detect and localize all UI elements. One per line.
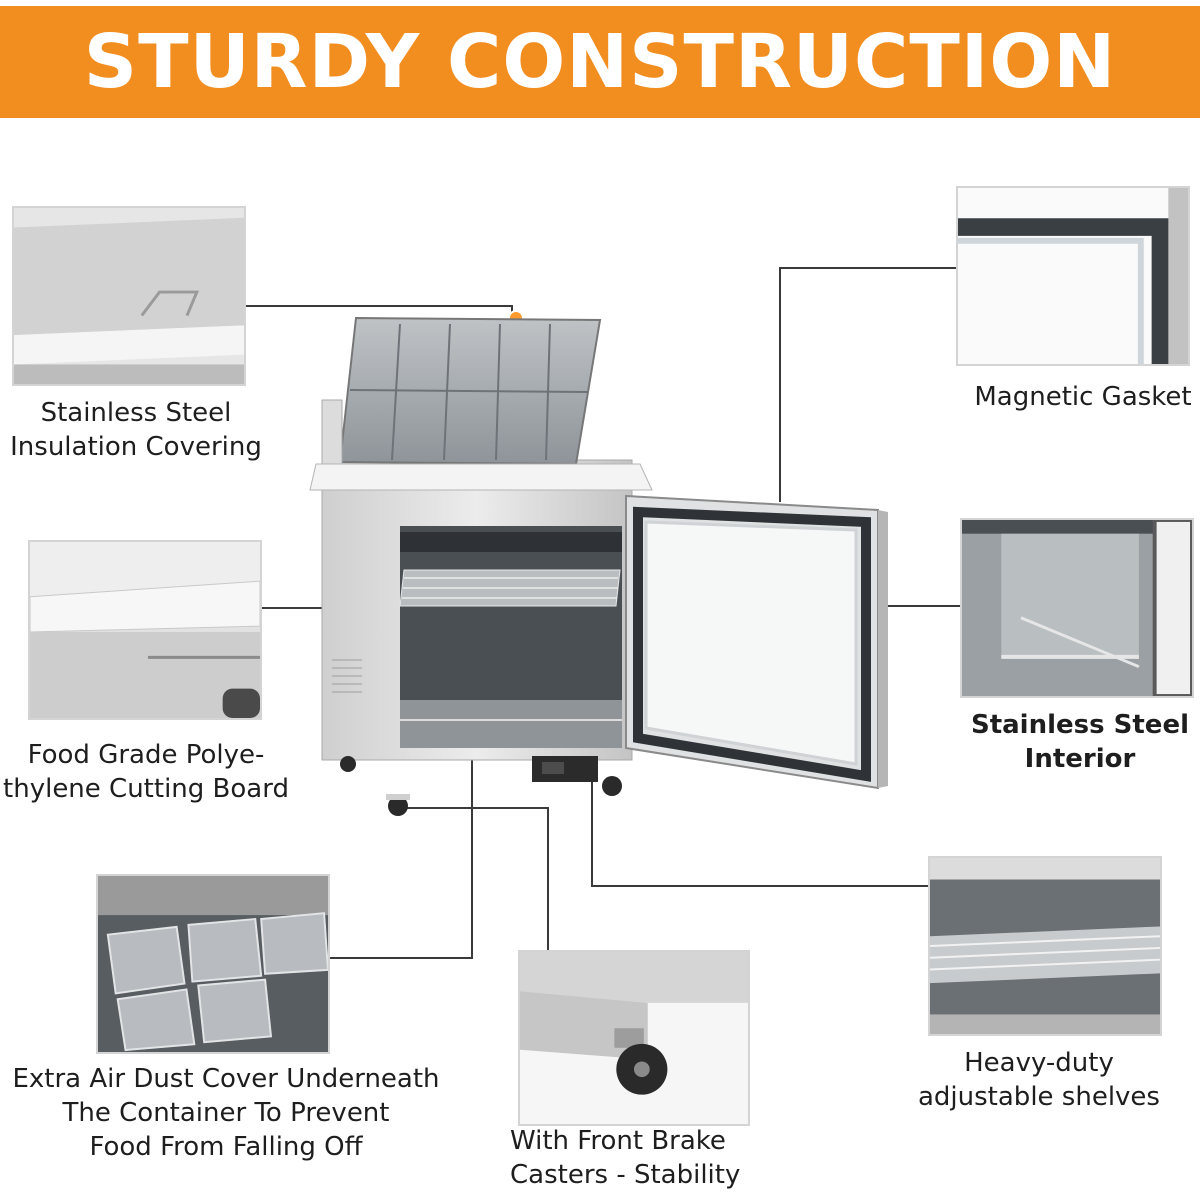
caption-line: Casters - Stability bbox=[510, 1160, 741, 1190]
lid-detail-image bbox=[12, 206, 246, 386]
caption-line: Stainless Steel bbox=[40, 398, 232, 428]
caption-insulation-covering: Stainless Steel Insulation Covering bbox=[0, 396, 272, 464]
interior-detail-image bbox=[960, 518, 1194, 698]
caption-adjustable-shelves: Heavy-duty adjustable shelves bbox=[904, 1046, 1174, 1114]
caption-line: thylene Cutting Board bbox=[3, 774, 289, 804]
caption-cutting-board: Food Grade Polye- thylene Cutting Board bbox=[0, 738, 292, 806]
caption-line: The Container To Prevent bbox=[62, 1098, 390, 1128]
caption-line: Heavy-duty bbox=[964, 1048, 1114, 1078]
leader-casters bbox=[396, 807, 549, 950]
header-banner: STURDY CONSTRUCTION bbox=[0, 6, 1200, 118]
caption-line: Interior bbox=[1024, 744, 1136, 774]
caption-dust-cover: Extra Air Dust Cover Underneath The Cont… bbox=[6, 1062, 446, 1164]
caption-line: With Front Brake bbox=[510, 1126, 726, 1156]
caption-line: Stainless Steel bbox=[970, 710, 1189, 740]
wire-shelf-detail-image bbox=[928, 856, 1162, 1036]
door-gasket-detail-image bbox=[956, 186, 1190, 366]
caption-line: Food Grade Polye- bbox=[27, 740, 265, 770]
caption-line: Food From Falling Off bbox=[89, 1132, 363, 1162]
leader-gasket bbox=[779, 267, 958, 510]
caption-line: adjustable shelves bbox=[918, 1082, 1160, 1112]
cutting-board-detail-image bbox=[28, 540, 262, 720]
caption-steel-interior: Stainless Steel Interior bbox=[960, 708, 1200, 776]
caption-line: Insulation Covering bbox=[10, 432, 262, 462]
caption-brake-casters: With Front Brake Casters - Stability bbox=[510, 1124, 750, 1192]
refrigerator-illustration bbox=[309, 316, 888, 816]
pan-container-detail-image bbox=[96, 874, 330, 1054]
caption-line: Magnetic Gasket bbox=[974, 382, 1192, 412]
page-title: STURDY CONSTRUCTION bbox=[83, 19, 1117, 105]
caption-line: Extra Air Dust Cover Underneath bbox=[12, 1064, 440, 1094]
caster-wheel-detail-image bbox=[518, 950, 750, 1126]
caption-magnetic-gasket: Magnetic Gasket bbox=[968, 380, 1198, 414]
